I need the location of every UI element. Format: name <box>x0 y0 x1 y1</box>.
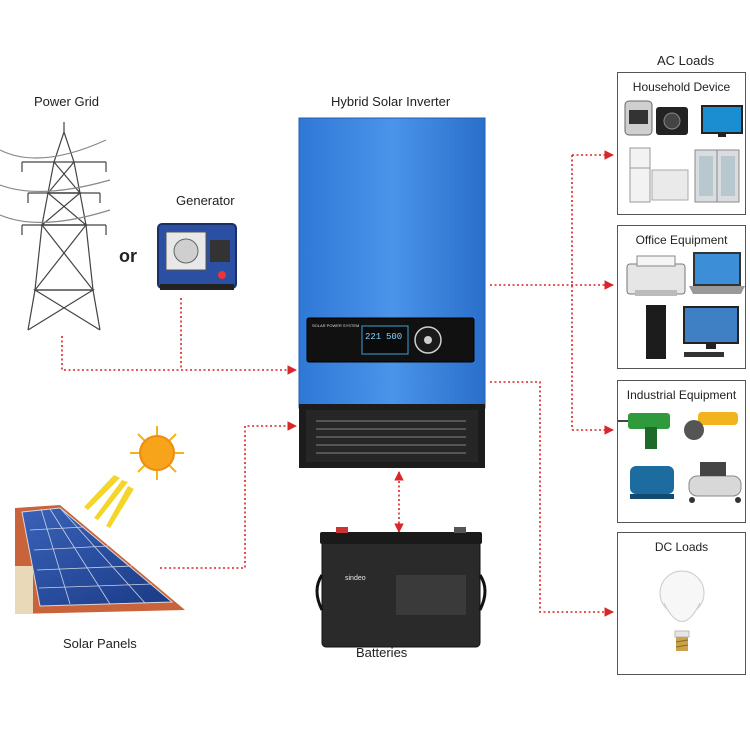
solar-panels-label: Solar Panels <box>63 636 137 651</box>
solar-to-inverter-line <box>160 421 297 569</box>
industrial-icons <box>618 412 742 503</box>
induction-cooker-icon <box>656 107 688 135</box>
washing-machine-icon <box>651 169 689 201</box>
battery-brand-text: sindeo <box>345 575 366 582</box>
light-bulb-icon <box>659 570 705 651</box>
electric-motor-icon <box>630 466 674 499</box>
generator-icon <box>157 223 237 290</box>
tv-icon <box>701 105 743 137</box>
power-tower-icon <box>0 122 111 331</box>
connector-lines <box>61 150 614 617</box>
desktop-computer-icon <box>646 305 739 359</box>
air-compressor-icon <box>688 462 742 503</box>
office-equipment-box: Office Equipment <box>617 225 746 369</box>
inverter-reading-1: 221 <box>365 332 381 342</box>
refrigerator-icon <box>629 147 651 203</box>
power-grid-label: Power Grid <box>34 94 100 109</box>
rice-cooker-icon <box>624 100 653 136</box>
generator-label: Generator <box>176 193 235 208</box>
laptop-icon <box>689 252 745 294</box>
drill-icon <box>618 413 670 449</box>
or-label: or <box>119 246 137 266</box>
ac-loads-label: AC Loads <box>657 53 715 68</box>
printer-icon <box>626 255 686 296</box>
dc-line <box>490 381 614 617</box>
inverter-brand-text: SOLAR POWER SYSTEM <box>312 323 359 328</box>
solar-panels-icon <box>15 505 185 614</box>
batteries-label: Batteries <box>356 645 408 660</box>
inverter-label: Hybrid Solar Inverter <box>331 94 451 109</box>
office-equipment-title: Office Equipment <box>635 233 728 247</box>
household-device-title: Household Device <box>632 80 731 94</box>
household-icons <box>624 100 743 203</box>
industrial-equipment-box: Industrial Equipment <box>617 380 746 523</box>
dc-loads-title: DC Loads <box>654 540 709 554</box>
angle-grinder-icon <box>684 412 738 440</box>
inverter-reading-2: 500 <box>386 332 402 342</box>
grid-to-inverter-line <box>61 336 297 375</box>
industrial-equipment-title: Industrial Equipment <box>626 388 737 402</box>
office-icons <box>626 252 745 359</box>
sun-icon <box>84 426 184 528</box>
fridge-double-icon <box>694 149 740 203</box>
inverter-icon <box>298 117 486 468</box>
battery-icon <box>315 527 487 648</box>
